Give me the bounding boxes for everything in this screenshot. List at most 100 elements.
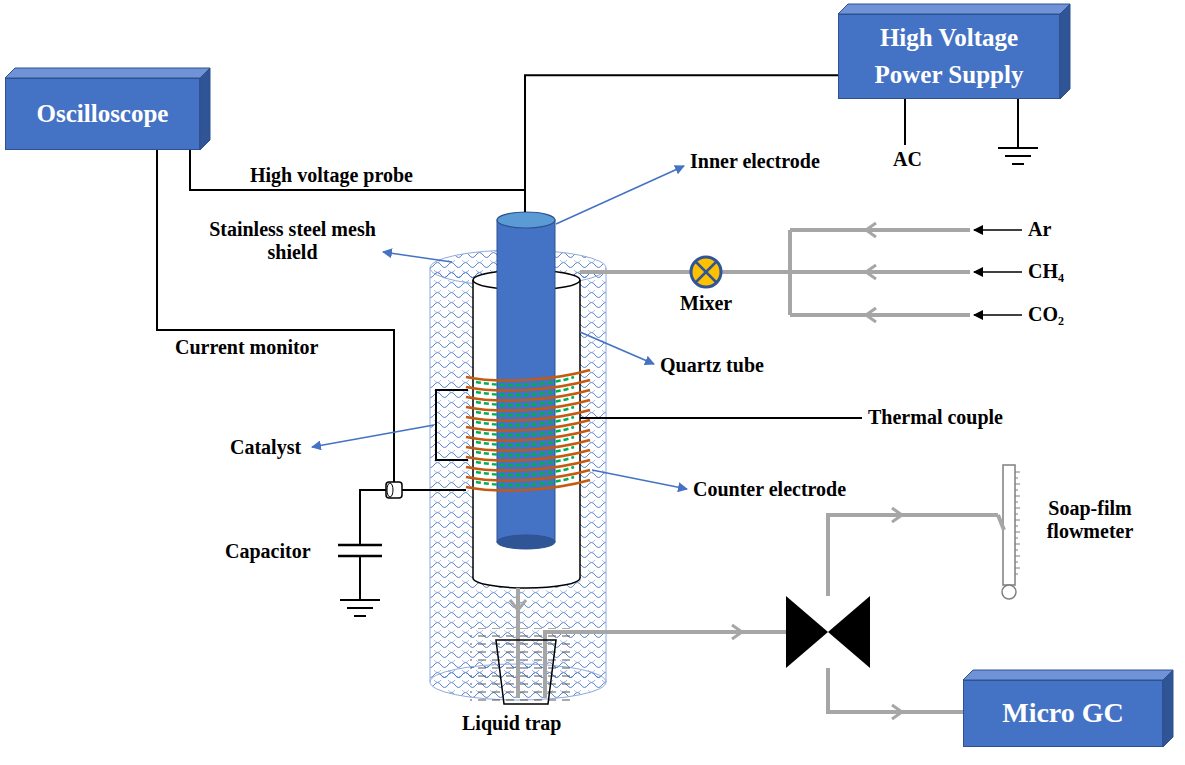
- soap-film-flowmeter: [998, 515, 1004, 530]
- device-box: Oscilloscope: [5, 78, 200, 150]
- leader-arrow: [312, 425, 434, 447]
- liquid-trap: [496, 640, 556, 704]
- counter-electrode-coil: [466, 420, 590, 431]
- soap-film-flowmeter: [1015, 472, 1020, 574]
- gas-mixer: [696, 262, 716, 282]
- box-top-face: [838, 4, 1070, 14]
- inner-electrode: [497, 535, 555, 549]
- counter-electrode-coil: [466, 370, 590, 381]
- flow-chevron: [866, 223, 876, 237]
- counter-electrode-coil: [466, 390, 590, 401]
- flow-chevron: [892, 705, 902, 719]
- gas-pipes: [828, 515, 998, 596]
- gas-inlet-arrow: [974, 230, 1022, 315]
- mesh-shield: [430, 268, 431, 682]
- counter-electrode-coil: [466, 450, 590, 461]
- part-label: Current monitor: [175, 336, 319, 359]
- liquid-trap: [470, 628, 570, 706]
- counter-electrode-coil: [466, 460, 590, 471]
- ground-symbol: [998, 147, 1038, 149]
- part-label: Counter electrode: [693, 478, 846, 501]
- flow-chevron: [892, 508, 902, 522]
- part-label: Inner electrode: [690, 150, 820, 173]
- current-monitor-symbol: [386, 482, 402, 498]
- gas-mixer: [691, 257, 721, 287]
- three-way-valve: [786, 596, 870, 668]
- ground-symbol: [1012, 163, 1024, 165]
- part-label: Capacitor: [225, 540, 311, 563]
- part-label: CO₂: [1028, 303, 1064, 326]
- ground-symbol: [347, 607, 373, 609]
- counter-electrode-coil: [466, 400, 590, 411]
- capacitor-symbol: [338, 545, 382, 556]
- leader-arrow: [580, 332, 654, 364]
- gas-pipes: [580, 270, 691, 274]
- part-label: Stainless steel mesh shield: [200, 218, 385, 264]
- counter-electrode-coil: [466, 380, 590, 391]
- gas-inlet-arrow: [974, 271, 1022, 273]
- box-side-face: [1163, 670, 1173, 747]
- box-side-face: [1060, 4, 1070, 99]
- box-top-face: [5, 68, 210, 78]
- electric-wire: [1017, 92, 1019, 148]
- gas-inlet-arrow: [974, 229, 1022, 231]
- capacitor-symbol: [338, 544, 382, 547]
- part-label: Soap-film flowmeter: [1030, 497, 1150, 543]
- box-label: Oscilloscope: [37, 96, 169, 132]
- current-monitor-symbol: [386, 482, 402, 498]
- wire-label: High voltage probe: [250, 164, 413, 187]
- part-label: Thermal couple: [868, 406, 1003, 429]
- part-label: CH₄: [1028, 260, 1064, 283]
- gas-pipes: [790, 270, 970, 274]
- electric-wire: [157, 150, 394, 482]
- electric-wire: [360, 490, 386, 545]
- quartz-tube: [579, 280, 581, 578]
- capacitor-symbol: [338, 555, 382, 558]
- gas-mixer: [696, 262, 716, 282]
- electric-wire: [402, 489, 466, 491]
- gas-pipes: [828, 668, 963, 712]
- part-label: Quartz tube: [660, 354, 764, 377]
- ground-symbol: [340, 148, 1038, 616]
- soap-film-flowmeter: [1002, 585, 1016, 599]
- flow-chevron: [732, 625, 742, 639]
- counter-electrode-coil: [466, 370, 590, 491]
- counter-electrode-coil: [466, 470, 590, 481]
- liquid-trap: [470, 628, 570, 706]
- flow-chevron: [866, 308, 876, 322]
- electric-wire: [904, 92, 906, 145]
- leader-arrow: [592, 470, 687, 489]
- part-label: Mixer: [680, 292, 732, 315]
- gas-pipes: [790, 228, 970, 232]
- leader-arrow: [556, 166, 684, 224]
- leader-arrow: [312, 166, 687, 489]
- gas-pipes: [721, 270, 790, 274]
- part-label: Liquid trap: [462, 712, 561, 735]
- box-top-face: [963, 670, 1173, 680]
- counter-electrode-coil: [466, 480, 590, 491]
- gas-inlet-arrow: [974, 314, 1022, 316]
- soap-film-flowmeter: [998, 465, 1020, 599]
- gas-mixer: [691, 257, 721, 287]
- inner-electrode: [497, 212, 555, 228]
- three-way-valve: [828, 596, 870, 668]
- flow-chevron: [866, 265, 876, 279]
- gas-pipes: [545, 632, 786, 698]
- ground-symbol: [354, 615, 366, 617]
- part-label: AC: [893, 148, 922, 171]
- electric-wire: [157, 92, 1018, 600]
- electric-wire: [359, 556, 361, 600]
- box-label: Micro GC: [1002, 693, 1124, 734]
- current-monitor-symbol: [387, 483, 393, 497]
- counter-electrode-coil: [466, 430, 590, 441]
- soap-film-flowmeter: [1003, 465, 1015, 585]
- electric-wire: [580, 417, 862, 419]
- leader-arrow: [383, 252, 452, 262]
- box-side-face: [200, 68, 210, 150]
- part-label: Catalyst: [230, 436, 301, 459]
- probe-wire: [190, 75, 838, 190]
- device-box: High Voltage Power Supply: [838, 14, 1060, 99]
- ground-symbol: [1005, 155, 1031, 157]
- part-label: Ar: [1028, 218, 1051, 241]
